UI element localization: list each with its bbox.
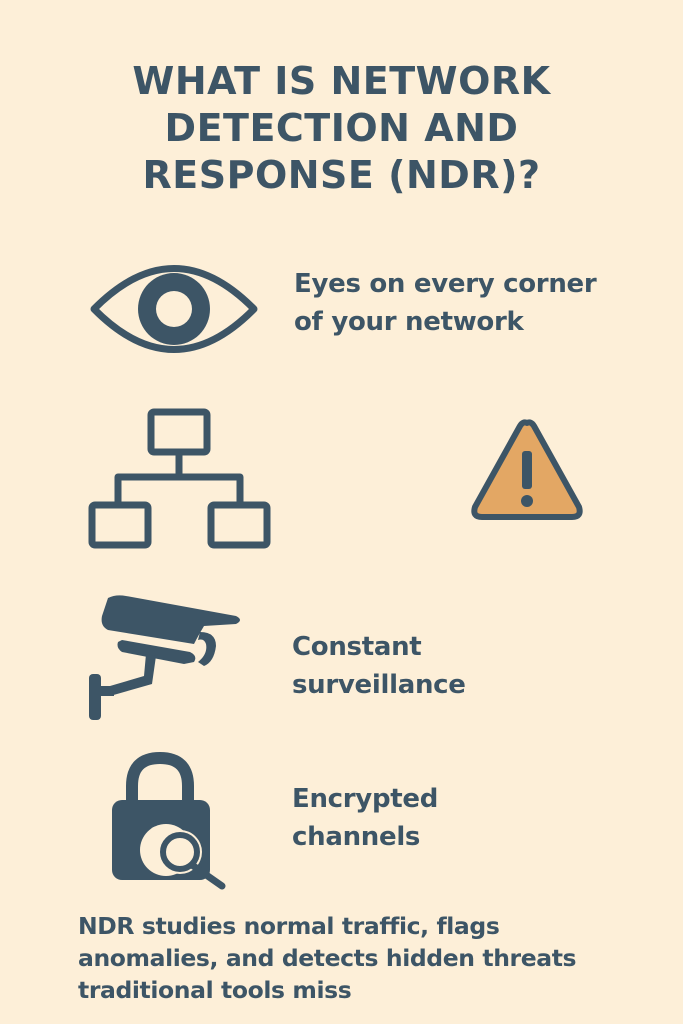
title-line-3: RESPONSE (NDR)? — [142, 153, 541, 197]
lock-magnifier-icon — [112, 752, 226, 890]
summary-line-1: NDR studies normal traffic, flags — [78, 912, 500, 940]
title-line-1: WHAT IS NETWORK — [132, 59, 551, 103]
summary-line-3: traditional tools miss — [78, 976, 352, 1004]
eye-icon — [90, 265, 258, 353]
title-line-2: DETECTION AND — [164, 106, 519, 150]
page-title: WHAT IS NETWORK DETECTION AND RESPONSE (… — [0, 58, 683, 199]
network-hierarchy-icon — [88, 408, 271, 549]
summary-line-2: anomalies, and detects hidden threats — [78, 944, 577, 972]
security-camera-icon — [89, 595, 240, 720]
feature-caption-encrypted: Encrypted channels — [292, 784, 439, 852]
summary-text: NDR studies normal traffic, flags anomal… — [78, 910, 678, 1006]
feature-caption-eyes: Eyes on every corner of your network — [294, 269, 597, 337]
feature-caption-surveillance: Constant surveillance — [292, 632, 466, 700]
warning-triangle-icon — [471, 419, 583, 520]
